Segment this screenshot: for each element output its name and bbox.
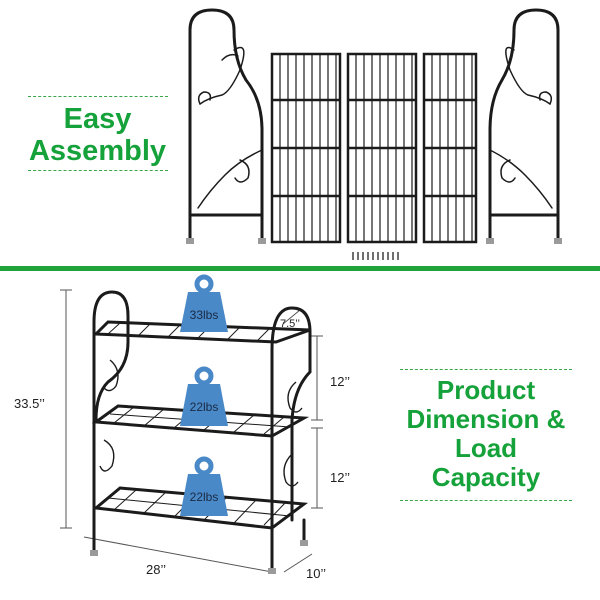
shelf-dimension-illustration [60, 274, 323, 574]
dimension-top-depth: 7.5’’ [280, 318, 300, 330]
assembly-parts-illustration [186, 8, 562, 260]
scroll-ornaments [99, 359, 303, 487]
product-title-line1: Product [436, 375, 536, 405]
left-side-frame [188, 8, 264, 242]
assembly-title-line2: Assembly [28, 135, 166, 168]
dimension-shelf-gap-bottom: 12’’ [330, 470, 351, 485]
assembly-title-line1: Easy [63, 103, 132, 135]
assembly-divider-bottom [28, 170, 168, 171]
weight-icon-middle [180, 366, 228, 426]
assembly-divider-top [28, 96, 168, 97]
shelf-panel-2 [346, 52, 418, 244]
shelf-panel-1 [270, 52, 342, 244]
assembly-title: Easy Assembly [20, 103, 175, 168]
load-label-top: 33lbs [189, 308, 219, 322]
section-divider-band [0, 266, 600, 271]
weight-icon-bottom [180, 456, 228, 516]
weight-icon-top [180, 274, 228, 332]
product-divider-top [400, 369, 572, 370]
product-divider-bottom [400, 500, 572, 501]
shelf-panel-3 [422, 52, 478, 244]
dimension-height: 33.5’’ [14, 396, 45, 411]
dimension-lines [60, 289, 323, 573]
right-side-frame [488, 8, 560, 242]
dimension-width: 28’’ [146, 562, 167, 577]
dimension-shelf-gap-top: 12’’ [330, 374, 351, 389]
dimension-depth: 10’’ [306, 566, 327, 581]
shelf-feet [90, 540, 308, 574]
product-title-line4: Capacity [431, 462, 541, 493]
load-label-bottom: 22lbs [189, 490, 219, 504]
screws-icon [352, 252, 399, 260]
product-title-line2: Dimension & [406, 404, 566, 435]
product-title-line3: Load [454, 433, 518, 464]
product-title: Product Dimension & Load Capacity [390, 375, 582, 493]
load-label-middle: 22lbs [189, 400, 219, 414]
